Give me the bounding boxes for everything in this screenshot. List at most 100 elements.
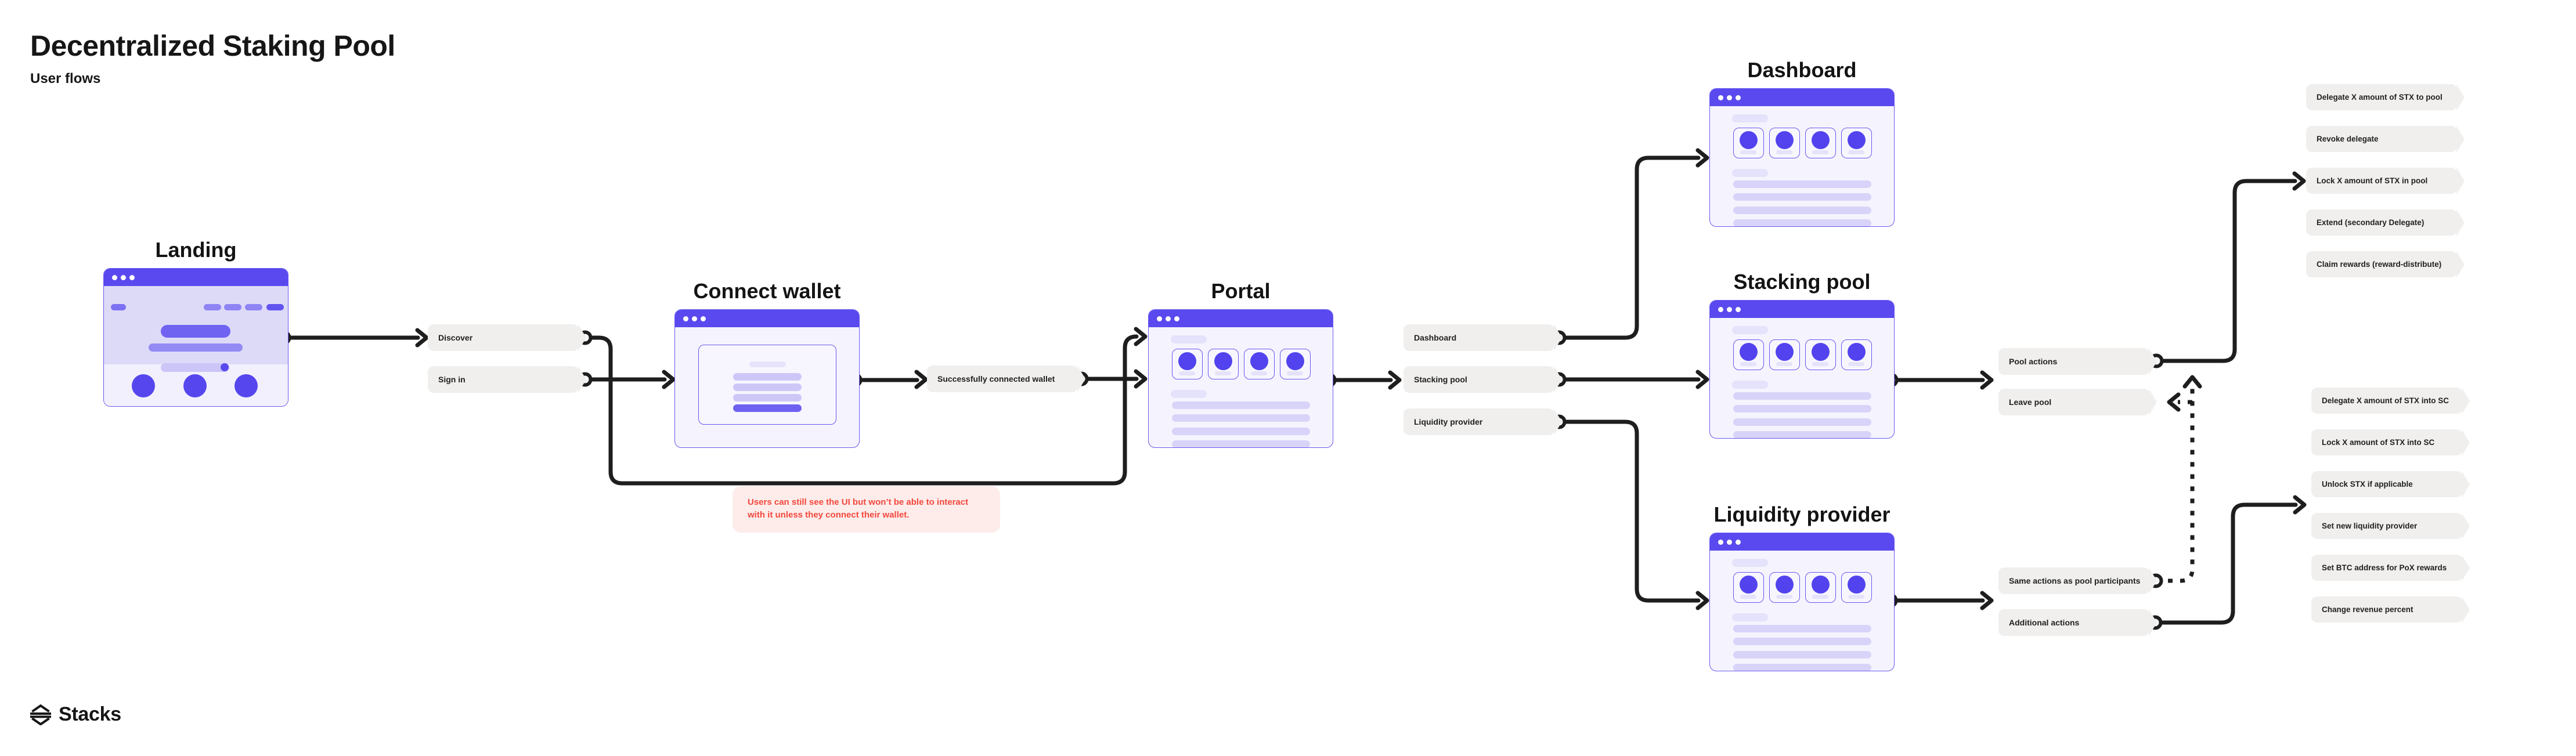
- brand-footer: Stacks: [30, 703, 121, 726]
- pool-card: [1733, 339, 1764, 370]
- avatar: [1848, 131, 1866, 149]
- window-dot-icon: [1174, 316, 1179, 321]
- pill-sign-in: Sign in: [428, 366, 579, 393]
- row-skeleton: [1733, 405, 1871, 413]
- headline-skeleton: [161, 325, 230, 338]
- arrowhead-icon: [2292, 171, 2306, 191]
- arrowhead-left-icon: [2167, 392, 2181, 412]
- arrowhead-icon: [1134, 327, 1148, 346]
- window-dot-icon: [1157, 316, 1162, 321]
- row-skeleton: [1733, 219, 1871, 226]
- pool-card: [1805, 572, 1836, 603]
- action-pill: Lock X amount of STX into SC: [2311, 429, 2462, 455]
- arrowhead-icon: [1695, 148, 1709, 168]
- connector-additional-liquidityactions: [2153, 502, 2298, 625]
- row-skeleton: [1733, 392, 1871, 400]
- name-skeleton: [1812, 595, 1828, 599]
- avatar: [1286, 352, 1304, 370]
- avatar: [1178, 352, 1196, 370]
- browser-window: [674, 309, 860, 448]
- window-dot-icon: [1736, 307, 1741, 312]
- avatar: [1250, 352, 1268, 370]
- avatar: [1740, 576, 1758, 594]
- row-skeleton: [1733, 638, 1871, 645]
- feature-circle: [183, 374, 207, 397]
- pool-card: [1280, 349, 1311, 379]
- avatar: [1776, 343, 1794, 361]
- stacks-logo-icon: [30, 704, 51, 725]
- connector-dashed-sameactions-up: [2156, 384, 2195, 583]
- row-skeleton: [1733, 180, 1871, 188]
- section-label-skeleton: [1732, 114, 1768, 122]
- avatar: [1812, 131, 1830, 149]
- pool-card: [1208, 349, 1239, 379]
- avatar: [1848, 343, 1866, 361]
- section-label-skeleton: [1732, 326, 1768, 334]
- pill-discover: Discover: [428, 324, 579, 351]
- action-pill: Revoke delegate: [2306, 126, 2457, 152]
- connect-wallet-node: Connect wallet: [674, 279, 860, 448]
- landing-node: Landing: [103, 238, 288, 407]
- row-skeleton: [1733, 431, 1871, 438]
- row-skeleton: [1733, 651, 1871, 659]
- brand-wordmark: Stacks: [59, 703, 121, 725]
- window-header: [1710, 533, 1894, 551]
- window-dot-icon: [1718, 540, 1723, 545]
- action-pill: Lock X amount of STX in pool: [2306, 168, 2457, 194]
- window-header: [1710, 301, 1894, 318]
- arrowhead-icon: [415, 328, 429, 348]
- row-skeleton: [1733, 664, 1871, 671]
- row-skeleton: [1733, 418, 1871, 426]
- window-dot-icon: [692, 316, 697, 321]
- name-skeleton: [1740, 595, 1756, 599]
- wallet-note: Users can still see the UI but won’t be …: [733, 486, 1000, 533]
- section-label-skeleton: [1732, 381, 1768, 389]
- portal-node: Portal: [1148, 279, 1333, 448]
- pool-card: [1733, 128, 1764, 158]
- connector-liquiditypill-liquidity: [1557, 419, 1701, 603]
- name-skeleton: [1812, 362, 1828, 366]
- pool-card: [1244, 349, 1275, 379]
- window-dot-icon: [1736, 540, 1741, 545]
- row-skeleton: [1172, 401, 1310, 409]
- subhead-skeleton: [149, 343, 243, 352]
- pill-same-actions: Same actions as pool participants: [1998, 567, 2149, 594]
- wallet-option-skeleton: [733, 394, 802, 401]
- pool-card: [1805, 128, 1836, 158]
- pill-stacking-pool: Stacking pool: [1404, 366, 1554, 393]
- arrowhead-icon: [1695, 591, 1709, 610]
- row-skeleton: [1172, 440, 1310, 447]
- window-dot-icon: [1727, 540, 1732, 545]
- avatar: [1776, 576, 1794, 594]
- window-header: [675, 310, 859, 327]
- node-title: Stacking pool: [1733, 270, 1871, 294]
- window-dot-icon: [1718, 307, 1723, 312]
- action-pill: Delegate X amount of STX to pool: [2306, 84, 2457, 110]
- feature-circle: [234, 374, 258, 397]
- arrowhead-up-icon: [2182, 375, 2202, 389]
- window-dot-icon: [1166, 316, 1171, 321]
- arrowhead-icon: [1980, 370, 1994, 390]
- avatar: [1848, 576, 1866, 594]
- name-skeleton: [1848, 150, 1864, 154]
- pill-additional-actions: Additional actions: [1998, 609, 2149, 636]
- pill-liquidity-provider: Liquidity provider: [1404, 408, 1554, 435]
- name-skeleton: [1776, 362, 1792, 366]
- name-skeleton: [1740, 150, 1756, 154]
- name-skeleton: [1776, 595, 1792, 599]
- window-dot-icon: [701, 316, 706, 321]
- pool-card: [1841, 572, 1872, 603]
- node-title: Connect wallet: [693, 279, 841, 303]
- wallet-option-skeleton: [733, 373, 802, 381]
- action-pill: Unlock STX if applicable: [2311, 471, 2462, 497]
- wallet-option-skeleton: [733, 384, 802, 391]
- pill-wallet-connected: Successfully connected wallet: [927, 366, 1078, 392]
- action-pill: Delegate X amount of STX into SC: [2311, 388, 2462, 414]
- avatar: [1214, 352, 1232, 370]
- window-header: [1710, 89, 1894, 106]
- row-skeleton: [1733, 625, 1871, 632]
- wallet-modal: [698, 345, 836, 425]
- browser-window: [1709, 88, 1895, 227]
